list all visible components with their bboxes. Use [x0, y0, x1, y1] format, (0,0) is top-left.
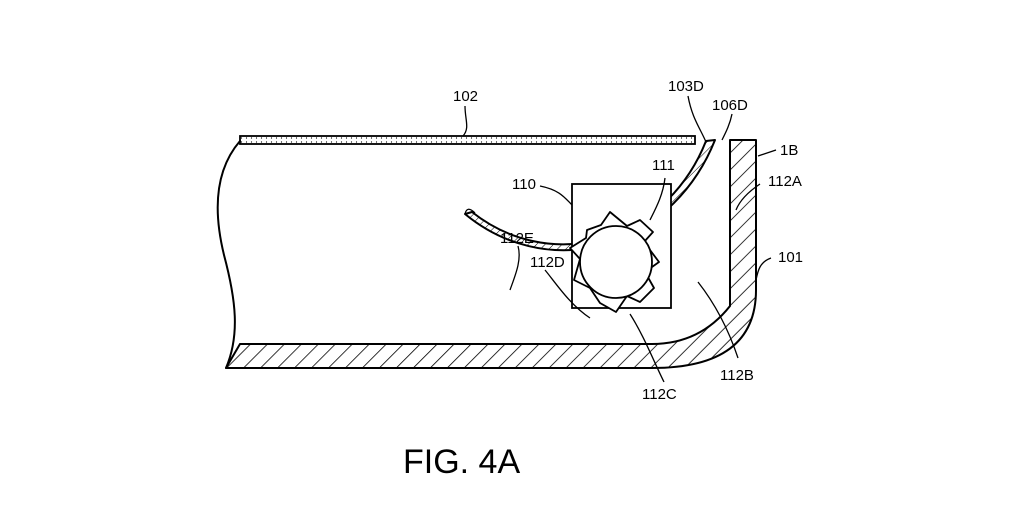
label-110: 110: [512, 176, 536, 193]
bottom-wall-101: [225, 139, 757, 369]
cover-plate-102: [239, 135, 696, 145]
figure-caption: FIG. 4A: [403, 443, 520, 481]
label-111: 111: [652, 157, 675, 174]
label-112b: 112B: [720, 367, 754, 384]
leader-lines: [462, 95, 777, 383]
label-1b: 1B: [780, 142, 798, 159]
label-106d: 106D: [712, 97, 748, 114]
label-112c: 112C: [642, 386, 677, 403]
reference-labels: 102 103D 106D 1B 112A 101 111 110 112E 1…: [453, 78, 803, 403]
label-112a: 112A: [768, 173, 802, 190]
label-102: 102: [453, 88, 478, 105]
label-101: 101: [778, 249, 803, 266]
label-103d: 103D: [668, 78, 704, 95]
housing-shell: [216, 139, 757, 369]
rotor-gear-111: [569, 211, 660, 313]
label-112e: 112E: [500, 230, 534, 247]
label-112d: 112D: [530, 254, 565, 271]
